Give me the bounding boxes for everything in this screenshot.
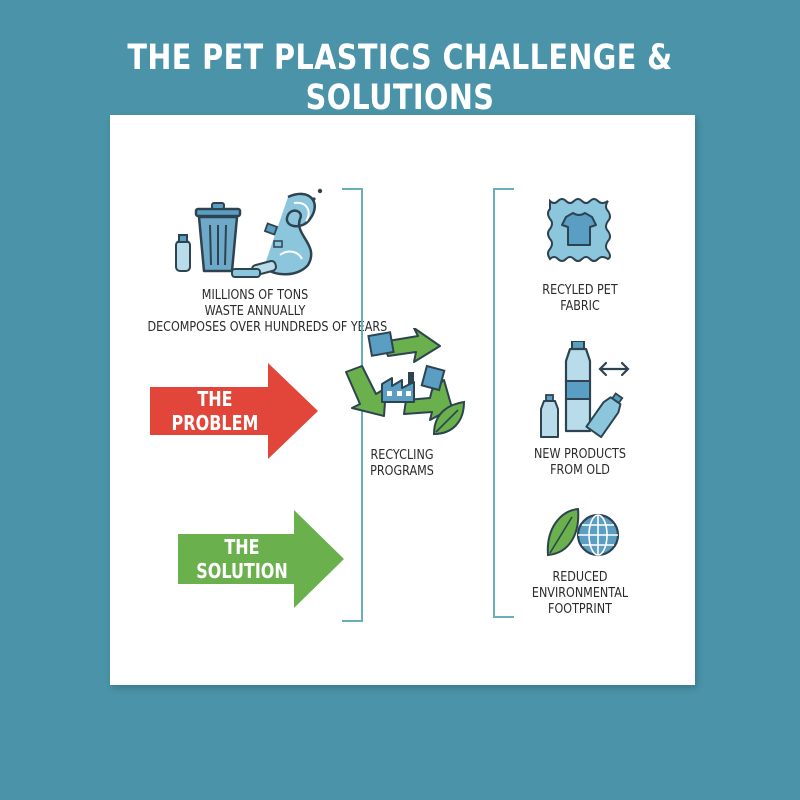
recycling-caption-line: RECYCLING (370, 448, 434, 463)
outcome-caption-line: ENVIRONMENTAL (531, 586, 629, 601)
problem-caption-line: WASTE ANNUALLY (204, 304, 306, 319)
outcome-caption-line: RECYLED PET (542, 283, 618, 298)
solution-arrow (178, 510, 344, 608)
outcome-caption-line: REDUCED (552, 570, 608, 585)
recycling-caption: RECYCLING PROGRAMS (350, 448, 453, 480)
outcome-caption-line: NEW PRODUCTS (534, 447, 626, 462)
tshirt-fabric-icon (547, 198, 611, 262)
arrow-label-line: SOLUTION (196, 559, 288, 583)
arrow-label-line: PROBLEM (171, 411, 259, 435)
outcome-caption: REDUCED ENVIRONMENTAL FOOTPRINT (520, 570, 640, 618)
page-title: THE PET PLASTICS CHALLENGE & SOLUTIONS (127, 38, 673, 118)
problem-caption-line: MILLIONS OF TONS (201, 288, 309, 303)
outcome-caption: NEW PRODUCTS FROM OLD (520, 447, 640, 479)
leaf-globe-icon (546, 507, 620, 557)
arrow-label-line: THE (197, 387, 233, 411)
problem-caption: MILLIONS OF TONS WASTE ANNUALLY DECOMPOS… (147, 288, 388, 336)
infographic-card: MILLIONS OF TONS WASTE ANNUALLY DECOMPOS… (110, 115, 695, 685)
bottles-exchange-icon (540, 341, 630, 439)
arrow-label-line: THE (224, 535, 260, 559)
outcome-caption-line: FABRIC (560, 299, 600, 314)
solution-arrow-label: THE SOLUTION (191, 535, 293, 583)
problem-caption-line: DECOMPOSES OVER HUNDREDS OF YEARS (147, 320, 388, 335)
outcome-caption: RECYLED PET FABRIC (524, 283, 636, 315)
right-bracket (493, 188, 514, 618)
trash-bin-wave-icon (175, 188, 323, 278)
recycling-caption-line: PROGRAMS (370, 464, 434, 479)
problem-arrow (150, 363, 318, 459)
problem-arrow-label: THE PROBLEM (163, 387, 267, 435)
outcome-caption-line: FROM OLD (550, 463, 610, 478)
recycling-icon (345, 328, 466, 436)
outcome-caption-line: FOOTPRINT (548, 602, 612, 617)
